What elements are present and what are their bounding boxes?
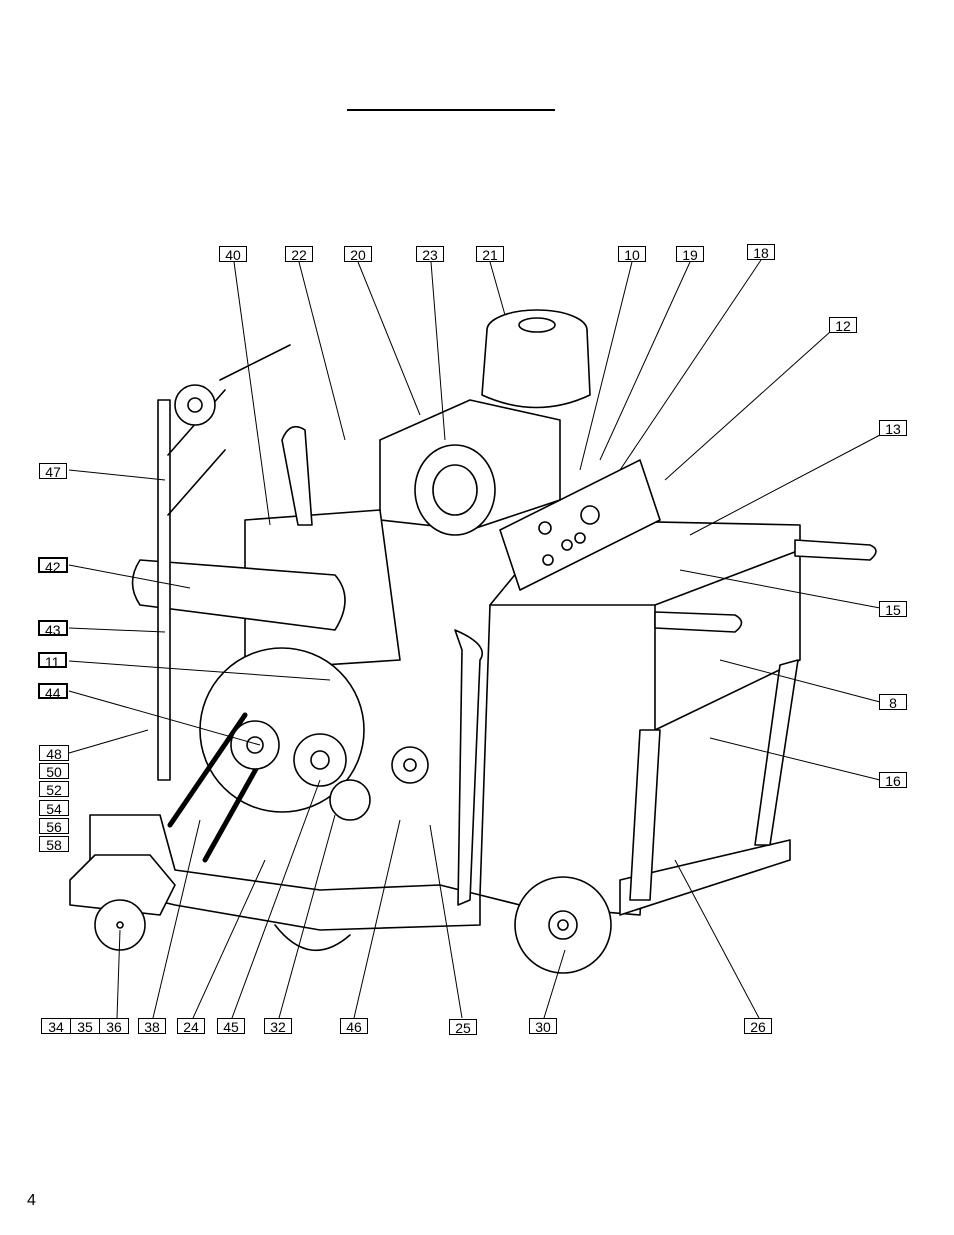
callout-50: 50 [39, 763, 69, 780]
callout-36: 36 [99, 1018, 129, 1035]
title-underline [347, 109, 555, 111]
callout-52: 52 [39, 781, 69, 798]
callout-19: 19 [676, 246, 704, 263]
callout-40: 40 [219, 246, 247, 263]
callout-38: 38 [138, 1018, 166, 1035]
callout-25: 25 [449, 1019, 477, 1036]
callout-18: 18 [747, 244, 775, 261]
callout-26: 26 [744, 1018, 772, 1035]
callout-54: 54 [39, 800, 69, 817]
callout-10: 10 [618, 246, 646, 263]
callout-45: 45 [217, 1018, 245, 1035]
callout-32: 32 [264, 1018, 292, 1035]
callout-48: 48 [39, 745, 69, 762]
callout-23: 23 [416, 246, 444, 263]
callout-35: 35 [70, 1018, 100, 1035]
callout-22: 22 [285, 246, 313, 263]
callout-56: 56 [39, 818, 69, 835]
callout-21: 21 [476, 246, 504, 263]
callout-15: 15 [879, 601, 907, 618]
callout-13: 13 [879, 420, 907, 437]
callout-8: 8 [879, 694, 907, 711]
callout-47: 47 [39, 463, 67, 480]
callout-30: 30 [529, 1018, 557, 1035]
callout-42: 42 [38, 557, 68, 575]
callout-46: 46 [340, 1018, 368, 1035]
callout-24: 24 [177, 1018, 205, 1035]
callout-43: 43 [38, 620, 68, 638]
callout-44: 44 [38, 683, 68, 701]
callout-58: 58 [39, 836, 69, 853]
callout-12: 12 [829, 317, 857, 334]
callout-11: 11 [38, 652, 67, 670]
callout-34: 34 [41, 1018, 71, 1035]
callout-16: 16 [879, 772, 907, 789]
callout-20: 20 [344, 246, 372, 263]
page-number: 4 [27, 1192, 36, 1209]
